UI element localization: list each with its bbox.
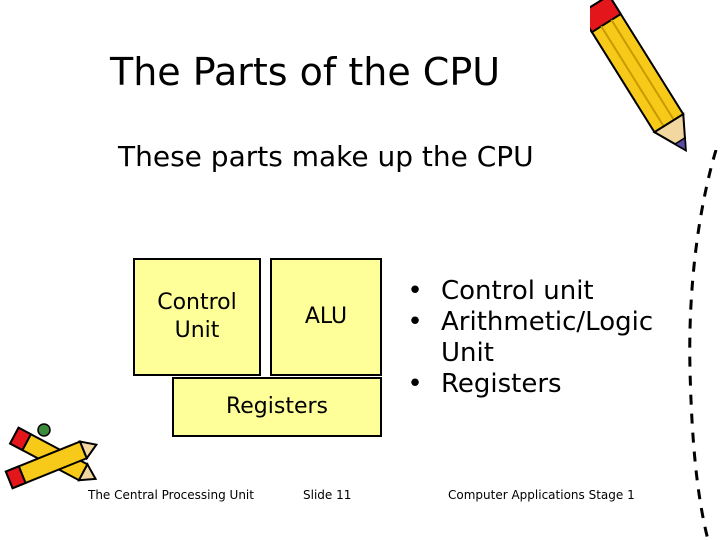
control-unit-box: Control Unit xyxy=(133,258,261,376)
control-unit-label: Control Unit xyxy=(157,289,237,345)
bullet-marker: • xyxy=(405,276,425,307)
footer-slide-number: Slide 11 xyxy=(303,488,351,502)
bullet-item-registers: • Registers xyxy=(405,369,705,400)
pencil-icon xyxy=(590,0,700,170)
dashed-line-decoration xyxy=(668,150,720,540)
slide-title: The Parts of the CPU xyxy=(110,50,500,94)
bullet-marker: • xyxy=(405,307,425,338)
registers-box: Registers xyxy=(172,377,382,437)
bullet-item-arithmetic-logic: • Arithmetic/Logic Unit xyxy=(405,307,705,369)
bullet-text: Arithmetic/Logic Unit xyxy=(441,307,653,368)
footer-left: The Central Processing Unit xyxy=(88,488,254,502)
bullet-text: Registers xyxy=(441,369,562,399)
bullet-marker: • xyxy=(405,369,425,400)
bullet-list: • Control unit • Arithmetic/Logic Unit •… xyxy=(405,276,705,400)
alu-label: ALU xyxy=(305,303,347,331)
bullet-item-control-unit: • Control unit xyxy=(405,276,705,307)
alu-box: ALU xyxy=(270,258,382,376)
slide-subtitle: These parts make up the CPU xyxy=(118,140,534,173)
bullet-text: Control unit xyxy=(441,276,594,306)
registers-label: Registers xyxy=(226,393,328,421)
pencils-icon xyxy=(0,418,100,498)
footer-right: Computer Applications Stage 1 xyxy=(448,488,635,502)
